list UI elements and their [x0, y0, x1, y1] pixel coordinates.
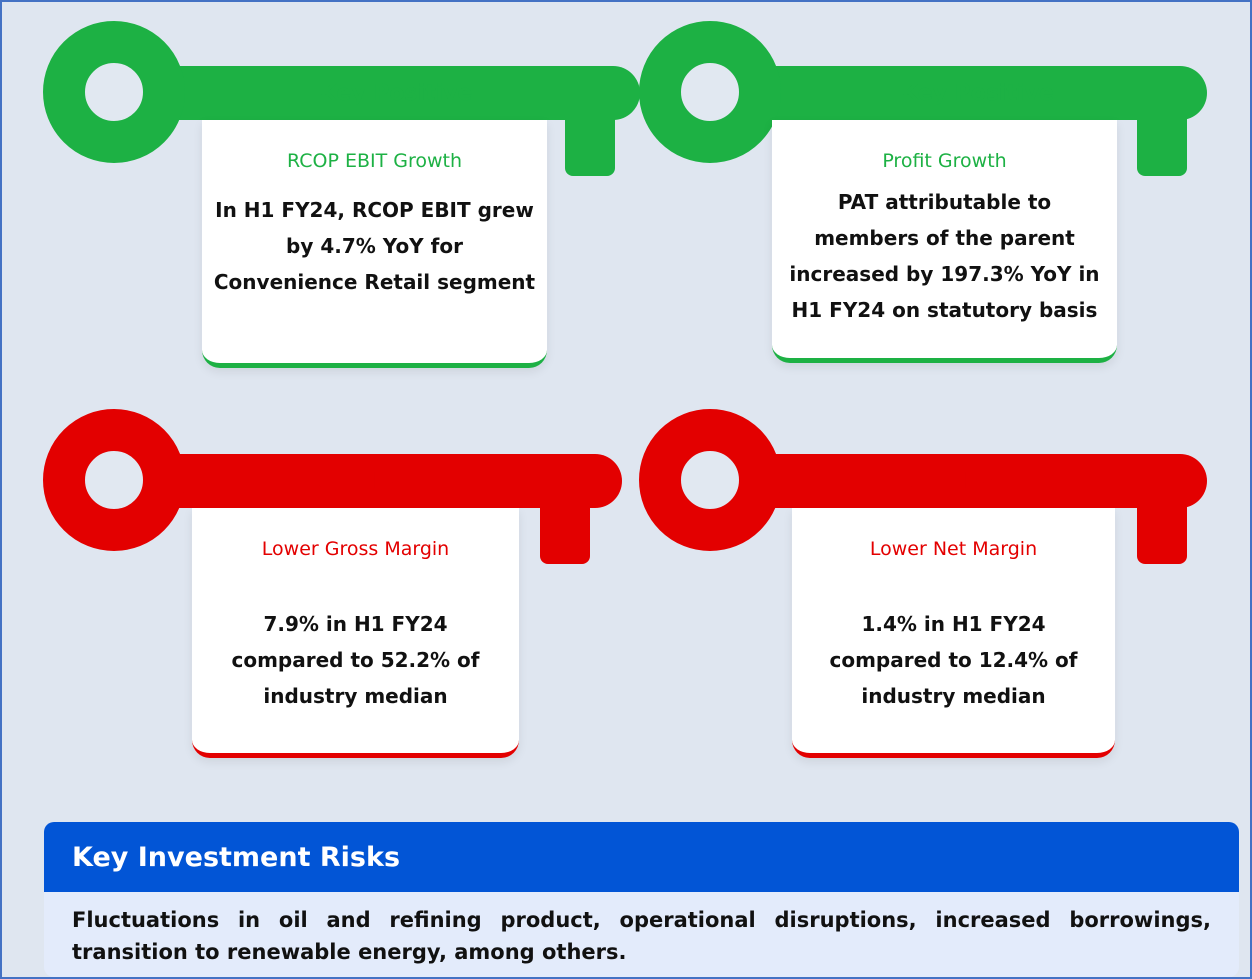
key-header-label: Key Negative — [895, 468, 1060, 494]
card-body: Lower Gross Margin 7.9% in H1 FY24 compa… — [192, 508, 519, 758]
key-tooth-icon — [1137, 506, 1187, 564]
key-shaft-header: Key Positive — [748, 66, 1207, 120]
key-tooth-icon — [1137, 118, 1187, 176]
investment-risks-panel: Key Investment Risks Fluctuations in oil… — [44, 822, 1239, 977]
key-ring-icon — [43, 21, 185, 163]
card-title: Lower Gross Margin — [261, 538, 450, 560]
card-title: Lower Net Margin — [869, 538, 1038, 560]
key-shaft-header: Key Negative — [748, 454, 1207, 508]
card-title: RCOP EBIT Growth — [286, 150, 463, 172]
card-title: Profit Growth — [882, 150, 1007, 172]
key-header-label: Key Positive — [901, 80, 1054, 106]
key-tooth-icon — [540, 506, 590, 564]
key-ring-icon — [639, 21, 781, 163]
key-shaft-header: Key Positive — [152, 66, 640, 120]
card-text: 1.4% in H1 FY24 compared to 12.4% of ind… — [829, 612, 1078, 708]
card-text: 7.9% in H1 FY24 compared to 52.2% of ind… — [231, 612, 480, 708]
key-tooth-icon — [565, 118, 615, 176]
key-ring-icon — [639, 409, 781, 551]
key-shaft-header: Key Negative — [152, 454, 622, 508]
risks-title: Key Investment Risks — [44, 822, 1239, 892]
key-header-label: Key Positive — [319, 80, 473, 106]
key-header-label: Key Negative — [304, 468, 470, 494]
card-body: RCOP EBIT Growth In H1 FY24, RCOP EBIT g… — [202, 120, 547, 368]
card-text: PAT attributable to members of the paren… — [789, 190, 1100, 322]
key-ring-icon — [43, 409, 185, 551]
card-body: Lower Net Margin 1.4% in H1 FY24 compare… — [792, 508, 1115, 758]
card-body: Profit Growth PAT attributable to member… — [772, 120, 1117, 363]
risks-text: Fluctuations in oil and refining product… — [72, 908, 1211, 964]
card-text: In H1 FY24, RCOP EBIT grew by 4.7% YoY f… — [213, 198, 536, 294]
